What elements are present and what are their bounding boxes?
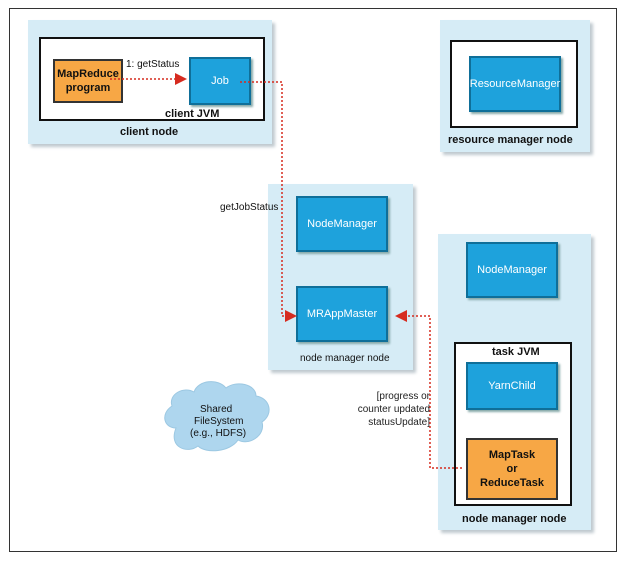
node-manager-box-1: NodeManager (296, 196, 388, 252)
cloud-icon (164, 381, 270, 452)
resource-manager-node-label: resource manager node (448, 134, 573, 146)
node-manager-node-2: NodeManager task JVM YarnChild MapTask o… (438, 234, 591, 530)
resource-manager-node: ResourceManager resource manager node (440, 20, 590, 152)
mapreduce-program-box: MapReduce program (53, 59, 123, 103)
node-manager-node-2-label: node manager node (462, 513, 567, 525)
client-node-label: client node (120, 126, 179, 138)
node-manager-box-2: NodeManager (466, 242, 558, 298)
shared-fs-line2: FileSystem (194, 416, 244, 427)
client-jvm-label: client JVM (165, 108, 220, 120)
get-job-status-label: getJobStatus (220, 202, 279, 213)
get-status-label: 1: getStatus (126, 59, 180, 70)
task-box: MapTask or ReduceTask (466, 438, 558, 500)
status-update-label: [progress or counter updated statusUpdat… (357, 391, 430, 428)
shared-fs-line3: (e.g., HDFS) (190, 428, 247, 439)
resource-manager-container: ResourceManager (450, 40, 578, 128)
status-update-arrow (395, 310, 462, 469)
node-manager-node-1: NodeManager MRAppMaster node manager nod… (268, 184, 413, 370)
task-jvm: task JVM YarnChild MapTask or ReduceTask (454, 342, 572, 506)
get-job-status-arrow (240, 81, 297, 322)
client-jvm: MapReduce program Job client JVM (39, 37, 265, 121)
task-jvm-label: task JVM (492, 346, 540, 358)
node-manager-node-1-label: node manager node (300, 353, 390, 364)
mr-app-master-box: MRAppMaster (296, 286, 388, 342)
client-node: MapReduce program Job client JVM client … (28, 20, 272, 144)
yarn-child-box: YarnChild (466, 362, 558, 410)
shared-fs-line1: Shared (200, 404, 233, 415)
resource-manager-box: ResourceManager (469, 56, 561, 112)
job-box: Job (189, 57, 251, 105)
